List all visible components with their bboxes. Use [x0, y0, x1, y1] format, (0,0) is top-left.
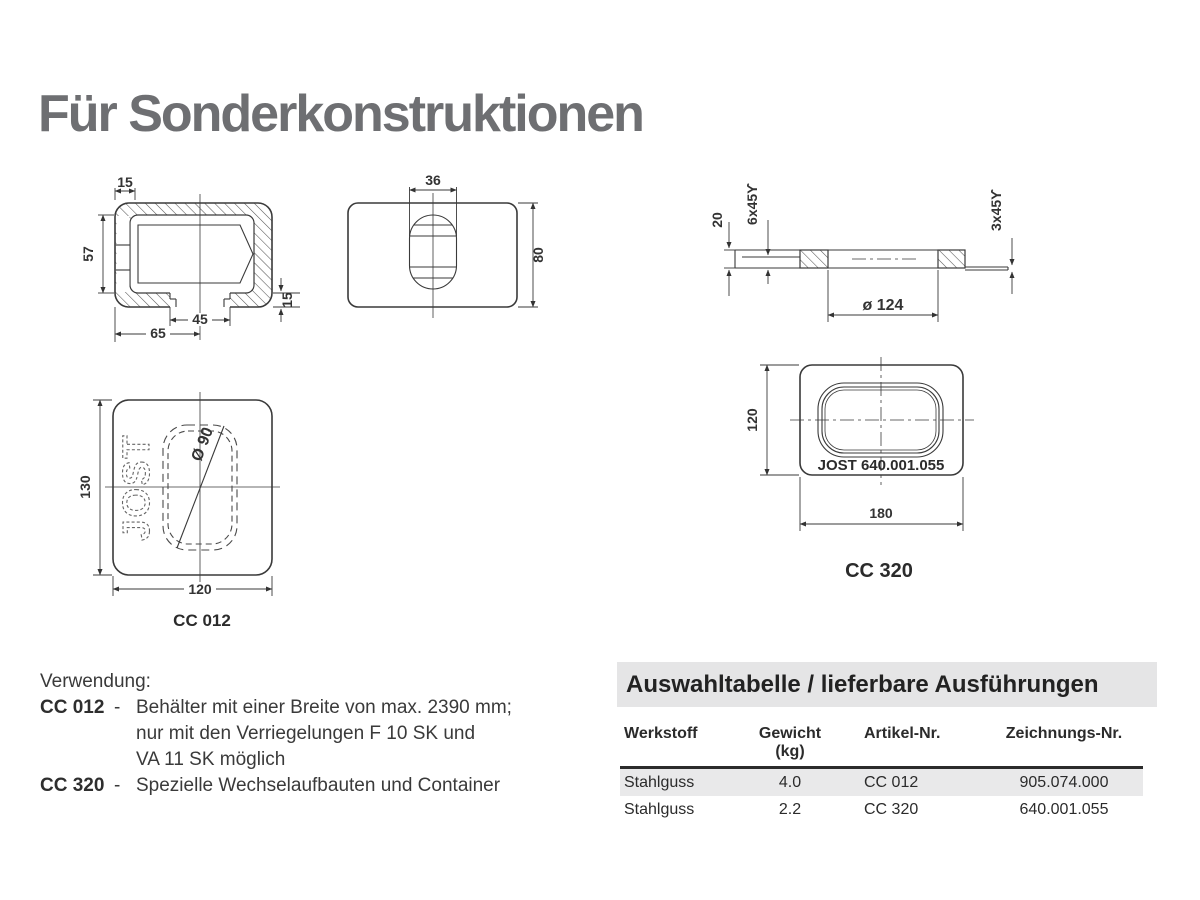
- cell-werkstoff: Stahlguss: [624, 801, 695, 818]
- usage-item-text: Spezielle Wechselaufbauten und Container: [136, 775, 501, 796]
- chamfer-3x45: 3x45ϒ: [988, 189, 1004, 231]
- column-header-werkstoff: Werkstoff: [624, 725, 698, 742]
- usage-item-code: CC 320: [40, 775, 105, 796]
- column-header-gewicht: Gewicht (kg): [758, 725, 822, 760]
- drawing-side-section: 15 57 45 65 15: [80, 174, 300, 342]
- front-view-body: [347, 193, 518, 318]
- side-section-body: [114, 194, 273, 340]
- dim-20: 20: [709, 212, 725, 228]
- oval-hole: [408, 214, 458, 290]
- dim-80: 80: [530, 247, 546, 263]
- cc012-label: CC 012: [173, 611, 231, 630]
- dim-15-top: 15: [117, 174, 133, 190]
- usage-item-text: VA 11 SK möglich: [136, 749, 286, 770]
- disc-dimensions: 20 6x45ϒ 3x45ϒ ø 124: [709, 183, 1015, 322]
- cell-zeichnungs-nr: 905.074.000: [1019, 774, 1109, 791]
- usage-item-sep: -: [114, 697, 121, 718]
- hidden-hole-inner: [167, 430, 233, 545]
- diameter-line: [176, 425, 225, 549]
- cc320-casting-text: JOST 640.001.055: [818, 457, 945, 474]
- column-header-zeichnungs-nr: Zeichnungs-Nr.: [1005, 725, 1123, 742]
- usage-heading: Verwendung:: [40, 671, 151, 692]
- cc320-dimensions: 120 180: [744, 364, 964, 531]
- dim-65: 65: [150, 325, 166, 341]
- cc012-dimensions: 130 120: [77, 399, 273, 597]
- drawing-cc320: JOST 640.001.055 120 180 CC 320: [744, 357, 974, 582]
- dim-15-wall: 15: [279, 292, 295, 308]
- usage-block: Verwendung: CC 012 - Behälter mit einer …: [40, 669, 600, 799]
- cc320-label: CC 320: [845, 560, 913, 582]
- front-view-dimensions: 36 80: [409, 172, 546, 308]
- table-header-row: Werkstoff Gewicht (kg) Artikel-Nr. Zeich…: [620, 722, 1143, 769]
- dim-130: 130: [77, 475, 93, 499]
- drawing-front-view: 36 80: [347, 172, 546, 318]
- cell-zeichnungs-nr: 640.001.055: [1019, 801, 1109, 818]
- dim-120: 120: [744, 408, 760, 432]
- table-row: Stahlguss 2.2 CC 320 640.001.055: [620, 796, 1143, 823]
- table-row: Stahlguss 4.0 CC 012 905.074.000: [620, 769, 1143, 796]
- cell-artikel-nr: CC 012: [864, 774, 919, 791]
- usage-item-text: nur mit den Verriegelungen F 10 SK und: [136, 723, 476, 744]
- dim-180: 180: [869, 505, 893, 521]
- dim-45: 45: [192, 311, 208, 327]
- cell-gewicht: 2.2: [778, 801, 802, 818]
- bottom-slot: [169, 293, 231, 307]
- cc320-body: JOST 640.001.055: [790, 357, 974, 485]
- cell-gewicht: 4.0: [778, 774, 802, 791]
- usage-item-text: Behälter mit einer Breite von max. 2390 …: [136, 697, 512, 718]
- dim-120: 120: [188, 581, 212, 597]
- selection-table-title-bar: Auswahltabelle / lieferbare Ausführungen: [617, 662, 1157, 707]
- selection-table-title: Auswahltabelle / lieferbare Ausführungen: [626, 671, 1099, 698]
- side-section-dimensions: 15 57 45 65 15: [80, 174, 300, 342]
- column-header-artikel-nr: Artikel-Nr.: [864, 725, 941, 742]
- cell-werkstoff: Stahlguss: [624, 774, 695, 791]
- dim-57: 57: [80, 246, 96, 262]
- usage-item-sep: -: [114, 775, 121, 796]
- drawing-cc012: Ø 90 JOST 130 120 CC 012: [77, 392, 280, 630]
- dim-36: 36: [425, 172, 441, 188]
- chamfer-6x45: 6x45ϒ: [744, 183, 760, 225]
- page-title: Für Sonderkonstruktionen: [38, 85, 645, 143]
- usage-item-code: CC 012: [40, 697, 105, 718]
- cell-artikel-nr: CC 320: [864, 801, 919, 818]
- cc012-body: Ø 90 JOST: [105, 392, 280, 583]
- usage-list: CC 012 - Behälter mit einer Breite von m…: [40, 695, 600, 799]
- hidden-hole-outer: [162, 424, 238, 551]
- selection-table: Werkstoff Gewicht (kg) Artikel-Nr. Zeich…: [620, 722, 1143, 823]
- disc-body: [734, 249, 1009, 271]
- drawing-disc-section: 20 6x45ϒ 3x45ϒ ø 124: [709, 183, 1015, 322]
- jost-logo-stencil: JOST: [116, 433, 158, 540]
- dim-dia-124: ø 124: [863, 297, 904, 314]
